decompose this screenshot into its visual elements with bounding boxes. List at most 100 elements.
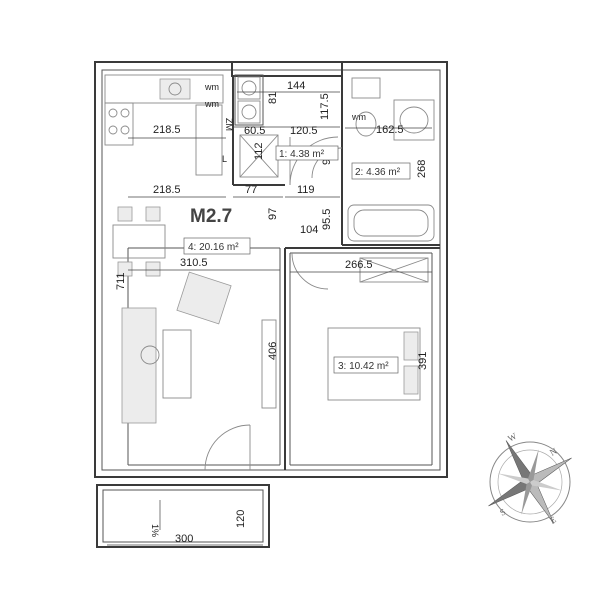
- dim-wm-niche: 81: [267, 92, 279, 104]
- kitchen-tall-unit: [195, 104, 223, 176]
- compass-rose: N S E W: [488, 431, 572, 526]
- dimension-lines: [107, 91, 432, 546]
- hob-burner-4: [120, 125, 130, 135]
- dim-hall-mid: 120.5: [290, 125, 318, 137]
- bedroom-area-label: 3: 10.42 m²: [338, 361, 389, 372]
- bed: [327, 327, 421, 401]
- washer-drum: [241, 80, 257, 96]
- compass-star: [488, 440, 572, 524]
- bathroom-area-label: 2: 4.36 m²: [355, 167, 401, 178]
- kitchen-counter-side: [104, 102, 134, 146]
- dim-hall-left-vertical: 112: [253, 142, 265, 160]
- dim-corridor-vertical: 97: [267, 208, 279, 220]
- person-head: [140, 345, 160, 365]
- washer: [237, 76, 261, 100]
- entrance-block: [231, 61, 343, 77]
- sofa: [121, 307, 157, 424]
- partitions: [95, 74, 447, 478]
- bedroom-wardrobe-diag-2: [359, 257, 429, 283]
- tv-unit: [261, 319, 277, 409]
- inner-wall-line: [101, 69, 441, 471]
- hob-burner-3: [108, 125, 118, 135]
- appliance-mark: L: [222, 154, 227, 164]
- chair-1: [117, 206, 133, 222]
- balcony-inner: [102, 489, 264, 543]
- hall-area-label: 1: 4.38 m²: [279, 149, 325, 160]
- compass-point-ne: [528, 449, 539, 482]
- kitchen: ZM L: [104, 74, 234, 176]
- bedroom-wardrobe: [359, 257, 429, 283]
- sink-bowl: [168, 82, 182, 96]
- dim-bath-width: 162.5: [376, 124, 404, 136]
- dim-kitchen-width: 218.5: [153, 124, 181, 136]
- bath-wm: [351, 77, 381, 99]
- dim-corridor-bottom: 104: [300, 224, 318, 236]
- dimension-texts: 218.5 218.5 310.5 711 144 60.5 120.5 117…: [115, 80, 429, 545]
- dim-corridor-left: 77: [245, 184, 257, 196]
- bedroom: [291, 252, 429, 401]
- dim-corridor-lower-vertical: 95.5: [321, 209, 333, 230]
- coffee-table: [162, 329, 192, 399]
- bathroom-area-box: [351, 162, 411, 180]
- dim-balcony-depth: 120: [235, 510, 247, 528]
- compass-point-se: [530, 480, 563, 491]
- compass-s: S: [498, 507, 507, 518]
- labels: M2.7 4: 20.16 m² 2: 4.36 m² 1: 4.38 m² 3…: [183, 145, 411, 374]
- dining-table: [112, 224, 166, 259]
- dim-living-lower-height: 406: [267, 342, 279, 360]
- living-area-box: [183, 237, 251, 255]
- hall-area-box: [275, 145, 339, 161]
- wm-niche: [234, 74, 264, 126]
- living-room: [112, 206, 277, 471]
- compass-e: E: [548, 514, 558, 526]
- bedroom-area-box: [333, 356, 399, 374]
- balcony-outline: [96, 484, 270, 548]
- dim-balcony-width: 300: [175, 533, 193, 545]
- compass-w: W: [506, 431, 519, 444]
- chair-4: [145, 261, 161, 277]
- dim-kitchen-width-lower: 218.5: [153, 184, 181, 196]
- wardrobe-diagonal-2: [239, 134, 279, 178]
- pillow-2: [403, 365, 419, 395]
- dim-living-width: 310.5: [180, 257, 208, 269]
- fridge-label: ZM: [224, 118, 234, 131]
- bedroom-door-swing: [291, 252, 329, 290]
- hob-burner-1: [108, 108, 118, 118]
- balcony: [96, 484, 270, 548]
- compass-point-sw: [521, 482, 532, 515]
- washbasin: [399, 106, 429, 134]
- dim-bath-height: 268: [416, 160, 428, 178]
- bathtub-inner: [353, 209, 429, 237]
- kitchen-sink: [159, 78, 191, 100]
- dryer-label: wm: [204, 99, 219, 109]
- bathtub: [347, 204, 435, 242]
- dryer: [237, 100, 261, 124]
- balcony-door-swing: [204, 424, 251, 471]
- unit-title: M2.7: [190, 206, 232, 227]
- armchair: [176, 271, 232, 325]
- compass-n: N: [548, 446, 559, 458]
- kitchen-counter-top: [104, 74, 224, 104]
- hob-burner-2: [120, 108, 130, 118]
- dim-hall-left: 60.5: [244, 125, 265, 137]
- chair-2: [145, 206, 161, 222]
- dim-balcony-slope: 1%: [150, 524, 160, 537]
- compass-ring-outer: [489, 441, 571, 523]
- bath-wm-label: wm: [351, 112, 366, 122]
- pillow-1: [403, 331, 419, 361]
- living-area-label: 4: 20.16 m²: [188, 242, 239, 253]
- dim-hall-upper-vertical: 117.5: [319, 93, 331, 120]
- dryer-drum: [241, 104, 257, 120]
- compass-point-nw: [497, 473, 530, 484]
- dim-hall-top: 144: [287, 80, 305, 92]
- chair-3: [117, 261, 133, 277]
- dim-corridor-right: 119: [297, 184, 315, 196]
- dim-living-height: 711: [115, 272, 127, 290]
- washbasin-counter: [393, 99, 435, 141]
- compass-ring-inner: [497, 449, 563, 515]
- toilet: [355, 111, 377, 137]
- dim-bedroom-height: 391: [417, 352, 429, 370]
- washer-label: wm: [204, 82, 219, 92]
- dim-bedroom-width: 266.5: [345, 259, 373, 271]
